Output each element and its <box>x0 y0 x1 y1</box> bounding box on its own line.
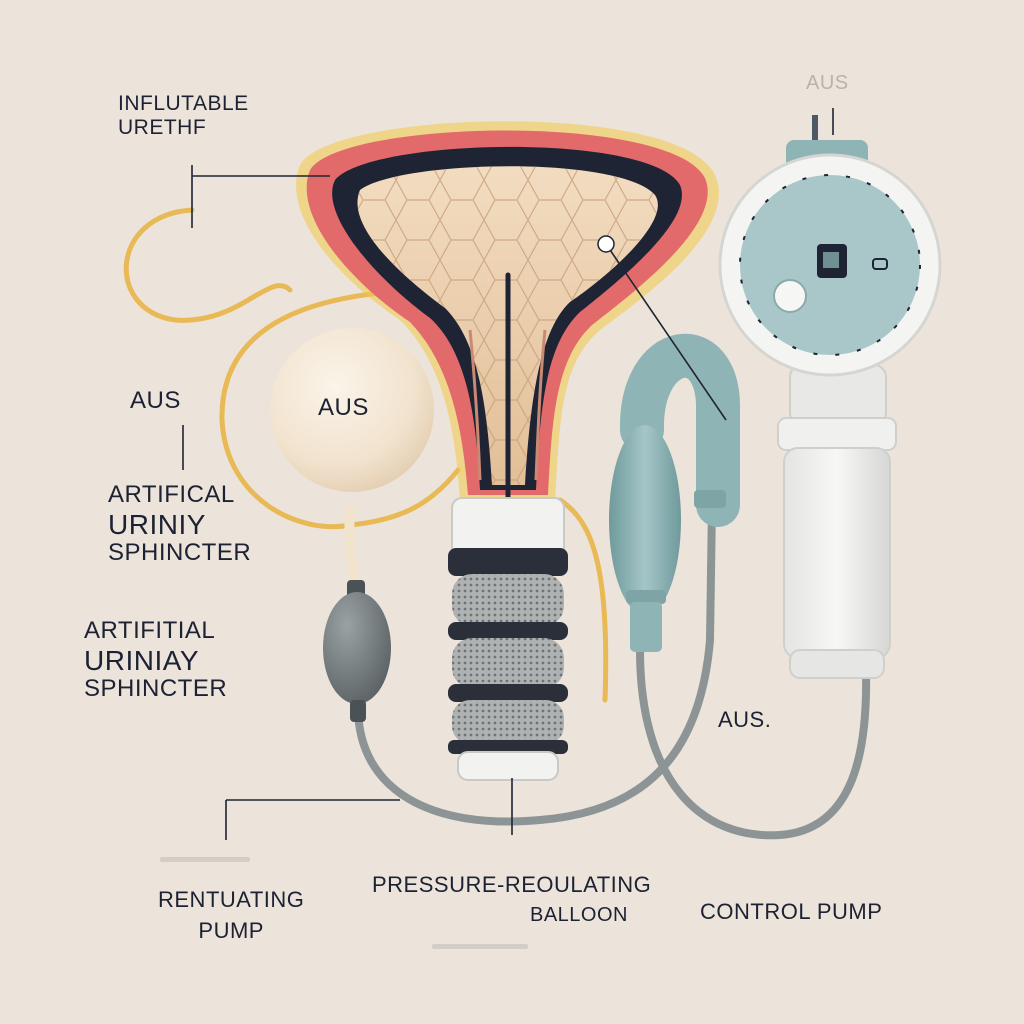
label-artificial-sphincter-2-line3: SPHINCTER <box>84 676 227 703</box>
label-pressure-regulating-balloon-line1: PRESSURE-REOULATING <box>372 873 651 898</box>
label-artificial-sphincter-2-line1: ARTIFITIAL <box>84 618 227 645</box>
urethral-cuff <box>448 498 568 780</box>
label-aus-left: AUS <box>130 388 181 415</box>
label-rentuating-pump: RENTUATING PUMP <box>158 888 304 943</box>
label-artificial-sphincter-1-line2: URINIY <box>108 509 251 540</box>
label-aus-dot: AUS. <box>718 708 771 733</box>
label-pressure-regulating-balloon: PRESSURE-REOULATING BALLOON <box>372 873 651 926</box>
label-artificial-sphincter-1: ARTIFICAL URINIY SPHINCTER <box>108 482 251 567</box>
label-inflatable-urethra-line1: INFLUTABLE <box>118 92 249 116</box>
control-pump-device <box>720 115 940 678</box>
indicator-dot <box>598 236 614 252</box>
label-aus-balloon: AUS <box>318 395 369 422</box>
label-inflatable-urethra-line2: URETHF <box>118 116 249 140</box>
label-artificial-sphincter-2-line2: URINIAY <box>84 645 227 676</box>
label-aus-top: AUS <box>806 72 849 94</box>
label-rentuating-pump-line1: RENTUATING <box>158 888 304 913</box>
label-artificial-sphincter-1-line1: ARTIFICAL <box>108 482 251 509</box>
label-pressure-regulating-balloon-line2: BALLOON <box>530 904 651 926</box>
reservoir-balloon <box>270 328 434 585</box>
gray-squeeze-bulb <box>323 580 391 722</box>
label-rentuating-pump-line2: PUMP <box>158 919 304 944</box>
label-control-pump: CONTROL PUMP <box>700 900 882 925</box>
label-artificial-sphincter-1-line3: SPHINCTER <box>108 540 251 567</box>
label-inflatable-urethra: INFLUTABLE URETHF <box>118 92 249 139</box>
label-artificial-sphincter-2: ARTIFITIAL URINIAY SPHINCTER <box>84 618 227 703</box>
